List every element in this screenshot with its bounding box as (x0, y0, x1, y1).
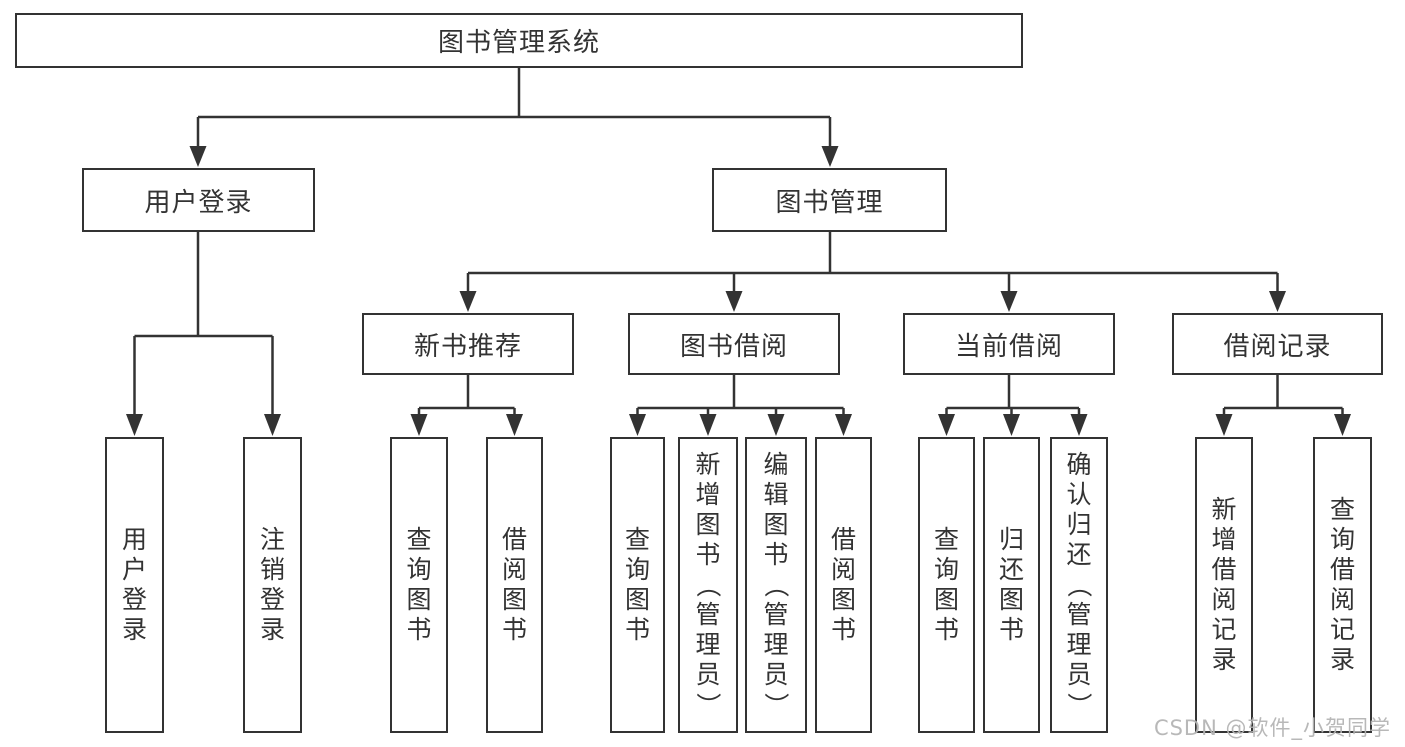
csdn-watermark: CSDN @软件_小贺同学 (1153, 716, 1391, 740)
leaf-add-borrow-record: 新增借阅记录 (1195, 437, 1253, 733)
node-label: 用户登录 (144, 187, 253, 218)
leaf-borrow-books-1: 借阅图书 (486, 437, 543, 733)
leaf-logout: 注销登录 (243, 437, 302, 733)
node-book-borrowing: 图书借阅 (628, 313, 840, 375)
node-label: 图书管理 (775, 187, 884, 218)
leaf-confirm-return-admin: 确认归还（管理员） (1050, 437, 1108, 733)
node-library-management-system: 图书管理系统 (15, 13, 1023, 68)
leaf-label: 查询图书 (406, 525, 432, 644)
leaf-query-books-2: 查询图书 (610, 437, 665, 733)
node-label: 借阅记录 (1223, 331, 1332, 362)
node-label: 图书管理系统 (437, 28, 600, 58)
node-new-book-recommendation: 新书推荐 (362, 313, 574, 375)
leaf-query-borrow-record: 查询借阅记录 (1313, 437, 1372, 733)
node-label: 当前借阅 (954, 331, 1063, 362)
leaf-edit-books-admin: 编辑图书（管理员） (745, 437, 807, 733)
leaf-user-login: 用户登录 (105, 437, 164, 733)
node-label: 新书推荐 (413, 331, 522, 362)
leaf-label: 注销登录 (259, 525, 285, 644)
node-user-login: 用户登录 (82, 168, 315, 232)
leaf-label: 确认归还（管理员） (1064, 450, 1094, 718)
leaf-label: 编辑图书（管理员） (761, 450, 791, 718)
leaf-label: 用户登录 (121, 525, 147, 644)
leaf-label: 新增图书（管理员） (693, 450, 723, 718)
leaf-add-books-admin: 新增图书（管理员） (678, 437, 738, 733)
leaf-label: 查询图书 (624, 525, 650, 644)
leaf-label: 归还图书 (998, 525, 1024, 644)
leaf-return-books: 归还图书 (983, 437, 1040, 733)
leaf-label: 借阅图书 (501, 525, 527, 644)
leaf-query-books-1: 查询图书 (390, 437, 448, 733)
leaf-query-books-3: 查询图书 (918, 437, 975, 733)
node-borrow-records: 借阅记录 (1172, 313, 1383, 375)
node-current-borrowing: 当前借阅 (903, 313, 1115, 375)
leaf-borrow-books-2: 借阅图书 (815, 437, 872, 733)
node-label: 图书借阅 (679, 331, 788, 362)
leaf-label: 查询图书 (933, 525, 959, 644)
leaf-label: 借阅图书 (830, 525, 856, 644)
leaf-label: 查询借阅记录 (1329, 495, 1355, 674)
leaf-label: 新增借阅记录 (1211, 495, 1237, 674)
node-book-management: 图书管理 (712, 168, 947, 232)
